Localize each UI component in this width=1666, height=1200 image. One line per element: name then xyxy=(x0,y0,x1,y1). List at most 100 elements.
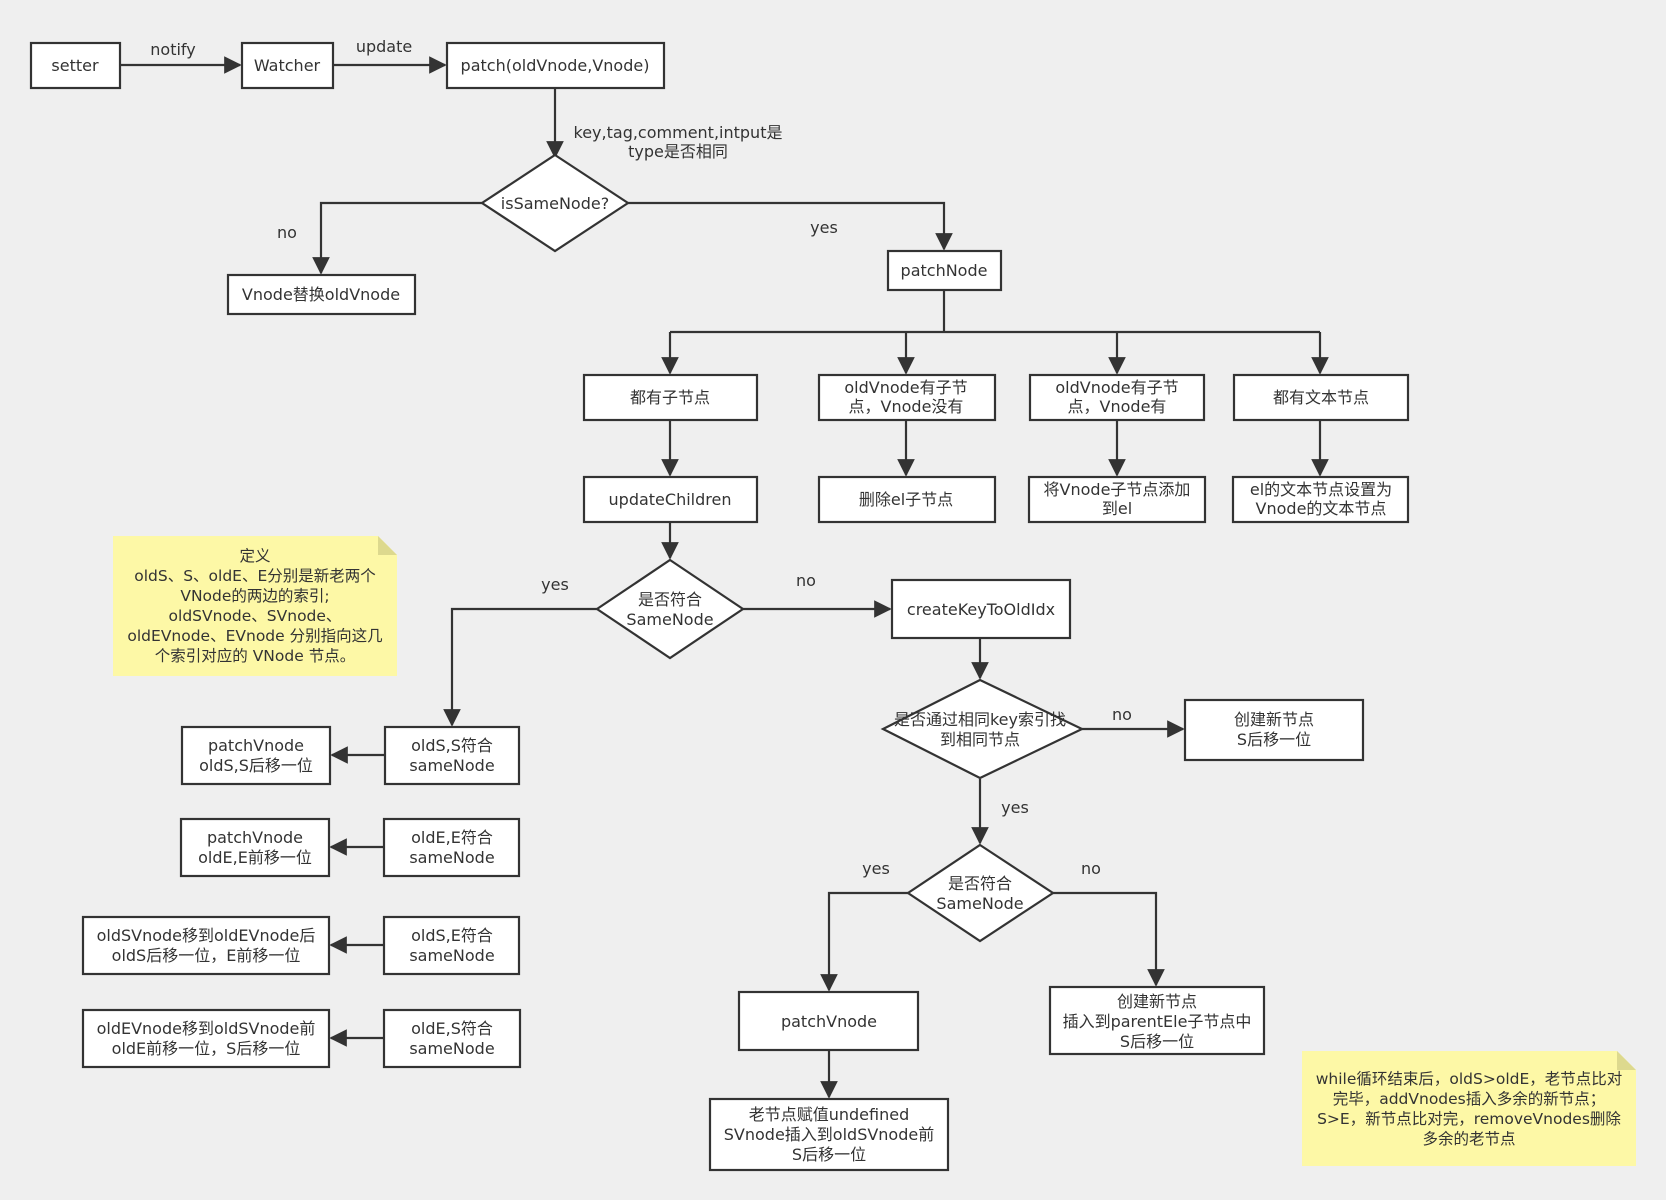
svg-text:oldE,E前移一位: oldE,E前移一位 xyxy=(198,848,312,867)
svg-text:oldSVnode移到oldEVnode后: oldSVnode移到oldEVnode后 xyxy=(97,926,316,945)
label-no-match2: no xyxy=(1081,859,1101,878)
svg-text:定义: 定义 xyxy=(239,547,270,565)
svg-text:patch(oldVnode,Vnode): patch(oldVnode,Vnode) xyxy=(461,56,650,75)
svg-text:patchVnode: patchVnode xyxy=(781,1012,877,1031)
label-key-compare-line2: type是否相同 xyxy=(628,142,728,161)
label-update: update xyxy=(356,37,412,56)
svg-text:oldEVnode移到oldSVnode前: oldEVnode移到oldSVnode前 xyxy=(97,1019,316,1038)
svg-text:老节点赋值undefined: 老节点赋值undefined xyxy=(749,1105,910,1124)
node-cond-olds-e: oldS,E符合 sameNode xyxy=(382,915,521,976)
node-set-text: el的文本节点设置为 Vnode的文本节点 xyxy=(1231,475,1410,524)
svg-text:是否符合: 是否符合 xyxy=(638,590,702,609)
svg-text:sameNode: sameNode xyxy=(409,1039,494,1058)
label-no-issamenode: no xyxy=(277,223,297,242)
svg-text:oldE,E符合: oldE,E符合 xyxy=(411,828,493,847)
label-key-compare-line1: key,tag,comment,intput是 xyxy=(574,123,783,142)
svg-text:VNode的两边的索引;: VNode的两边的索引; xyxy=(180,587,329,605)
svg-text:patchNode: patchNode xyxy=(901,261,988,280)
edges xyxy=(120,56,1329,1099)
svg-text:都有文本节点: 都有文本节点 xyxy=(1273,388,1369,407)
edge-labels: notify update key,tag,comment,intput是 ty… xyxy=(150,37,1132,878)
label-yes-match: yes xyxy=(541,575,569,594)
node-create-new-a: 创建新节点 S后移一位 xyxy=(1183,698,1365,762)
node-both-text: 都有文本节点 xyxy=(1232,373,1410,422)
node-cond-olde-s: oldE,S符合 sameNode xyxy=(382,1008,522,1069)
node-create-key-to-old-idx: createKeyToOldIdx xyxy=(890,578,1072,640)
node-patch: patch(oldVnode,Vnode) xyxy=(445,41,666,90)
node-remove-children: 删除el子节点 xyxy=(817,475,997,524)
node-act-olds-e: oldSVnode移到oldEVnode后 oldS后移一位，E前移一位 xyxy=(81,915,331,976)
decision-found-by-key: 是否通过相同key索引找 到相同节点 xyxy=(880,678,1085,780)
svg-text:完毕，addVnodes插入多余的新节点；: 完毕，addVnodes插入多余的新节点； xyxy=(1333,1089,1606,1108)
node-setter: setter xyxy=(29,41,122,90)
svg-text:SameNode: SameNode xyxy=(626,610,713,629)
node-cond-olds-s: oldS,S符合 sameNode xyxy=(383,725,521,786)
node-patch-node: patchNode xyxy=(886,249,1003,292)
svg-text:sameNode: sameNode xyxy=(409,946,494,965)
svg-text:oldEVnode、EVnode 分别指向这几: oldEVnode、EVnode 分别指向这几 xyxy=(127,627,382,645)
node-act-olds-s: patchVnode oldS,S后移一位 xyxy=(180,725,332,786)
svg-text:将Vnode子节点添加: 将Vnode子节点添加 xyxy=(1044,480,1191,499)
label-no-match: no xyxy=(796,571,816,590)
node-act-olde-e: patchVnode oldE,E前移一位 xyxy=(179,817,331,878)
node-update-children: updateChildren xyxy=(582,475,759,524)
node-old-only-children: oldVnode有子节 点，Vnode没有 xyxy=(817,373,997,422)
svg-text:S>E，新节点比对完，removeVnodes删除: S>E，新节点比对完，removeVnodes删除 xyxy=(1317,1110,1621,1128)
svg-text:创建新节点: 创建新节点 xyxy=(1117,992,1197,1011)
svg-text:isSameNode?: isSameNode? xyxy=(501,194,609,213)
svg-text:Watcher: Watcher xyxy=(254,56,321,75)
svg-text:多余的老节点: 多余的老节点 xyxy=(1422,1129,1515,1148)
svg-text:oldS后移一位，E前移一位: oldS后移一位，E前移一位 xyxy=(112,946,301,965)
note-definition: 定义 oldS、S、oldE、E分别是新老两个 VNode的两边的索引; old… xyxy=(113,536,397,676)
label-yes-foundbykey: yes xyxy=(1001,798,1029,817)
svg-text:oldVnode有子节: oldVnode有子节 xyxy=(844,378,967,397)
decision-match2-same-node: 是否符合 SameNode xyxy=(906,843,1056,943)
svg-text:个索引对应的 VNode 节点。: 个索引对应的 VNode 节点。 xyxy=(155,646,355,665)
node-both-children: 都有子节点 xyxy=(582,373,759,422)
svg-text:是否通过相同key索引找: 是否通过相同key索引找 xyxy=(894,710,1066,729)
svg-text:oldS,E符合: oldS,E符合 xyxy=(411,926,493,945)
svg-text:S后移一位: S后移一位 xyxy=(792,1145,866,1164)
svg-text:sameNode: sameNode xyxy=(409,848,494,867)
svg-text:oldS、S、oldE、E分别是新老两个: oldS、S、oldE、E分别是新老两个 xyxy=(134,567,376,585)
edge-match2-no xyxy=(1053,891,1165,987)
svg-text:oldSVnode、SVnode、: oldSVnode、SVnode、 xyxy=(169,607,342,625)
svg-text:删除el子节点: 删除el子节点 xyxy=(859,490,953,509)
edge-match2-yes xyxy=(820,891,908,992)
node-add-children: 将Vnode子节点添加 到el xyxy=(1027,475,1207,524)
svg-text:setter: setter xyxy=(51,56,99,75)
svg-text:S后移一位: S后移一位 xyxy=(1237,730,1311,749)
edge-issamenode-replace xyxy=(312,201,482,275)
svg-text:Vnode的文本节点: Vnode的文本节点 xyxy=(1256,499,1387,518)
decision-match-same-node: 是否符合 SameNode xyxy=(595,558,745,660)
svg-text:SVnode插入到oldSVnode前: SVnode插入到oldSVnode前 xyxy=(724,1125,934,1144)
svg-text:到el: 到el xyxy=(1102,499,1132,518)
node-replace: Vnode替换oldVnode xyxy=(226,273,417,316)
svg-text:到相同节点: 到相同节点 xyxy=(940,730,1020,749)
node-create-new-b: 创建新节点 插入到parentEle子节点中 S后移一位 xyxy=(1048,985,1266,1056)
node-old-undefined: 老节点赋值undefined SVnode插入到oldSVnode前 S后移一位 xyxy=(708,1097,950,1172)
svg-text:oldVnode有子节: oldVnode有子节 xyxy=(1055,378,1178,397)
svg-text:插入到parentEle子节点中: 插入到parentEle子节点中 xyxy=(1063,1012,1252,1031)
svg-text:patchVnode: patchVnode xyxy=(207,828,303,847)
label-yes-match2: yes xyxy=(862,859,890,878)
node-patch-vnode-right: patchVnode xyxy=(737,990,920,1052)
edge-issamenode-patchnode xyxy=(628,201,953,251)
svg-text:Vnode替换oldVnode: Vnode替换oldVnode xyxy=(242,285,400,304)
decision-is-same-node: isSameNode? xyxy=(479,153,631,253)
note-loop-end: while循环结束后，oldS>oldE，老节点比对 完毕，addVnodes插… xyxy=(1302,1051,1636,1166)
svg-text:while循环结束后，oldS>oldE，老节点比对: while循环结束后，oldS>oldE，老节点比对 xyxy=(1316,1070,1623,1088)
edge-match-yes xyxy=(443,607,597,727)
svg-text:点，Vnode有: 点，Vnode有 xyxy=(1068,397,1167,416)
svg-text:S后移一位: S后移一位 xyxy=(1120,1032,1194,1051)
node-act-olde-s: oldEVnode移到oldSVnode前 oldE前移一位，S后移一位 xyxy=(81,1008,331,1069)
svg-text:oldS,S符合: oldS,S符合 xyxy=(411,736,493,755)
svg-text:SameNode: SameNode xyxy=(936,894,1023,913)
label-notify: notify xyxy=(150,40,195,59)
node-new-only-children: oldVnode有子节 点，Vnode有 xyxy=(1028,373,1206,422)
label-no-foundbykey: no xyxy=(1112,705,1132,724)
svg-text:都有子节点: 都有子节点 xyxy=(630,388,710,407)
svg-text:创建新节点: 创建新节点 xyxy=(1234,710,1314,729)
svg-text:oldE,S符合: oldE,S符合 xyxy=(411,1019,493,1038)
